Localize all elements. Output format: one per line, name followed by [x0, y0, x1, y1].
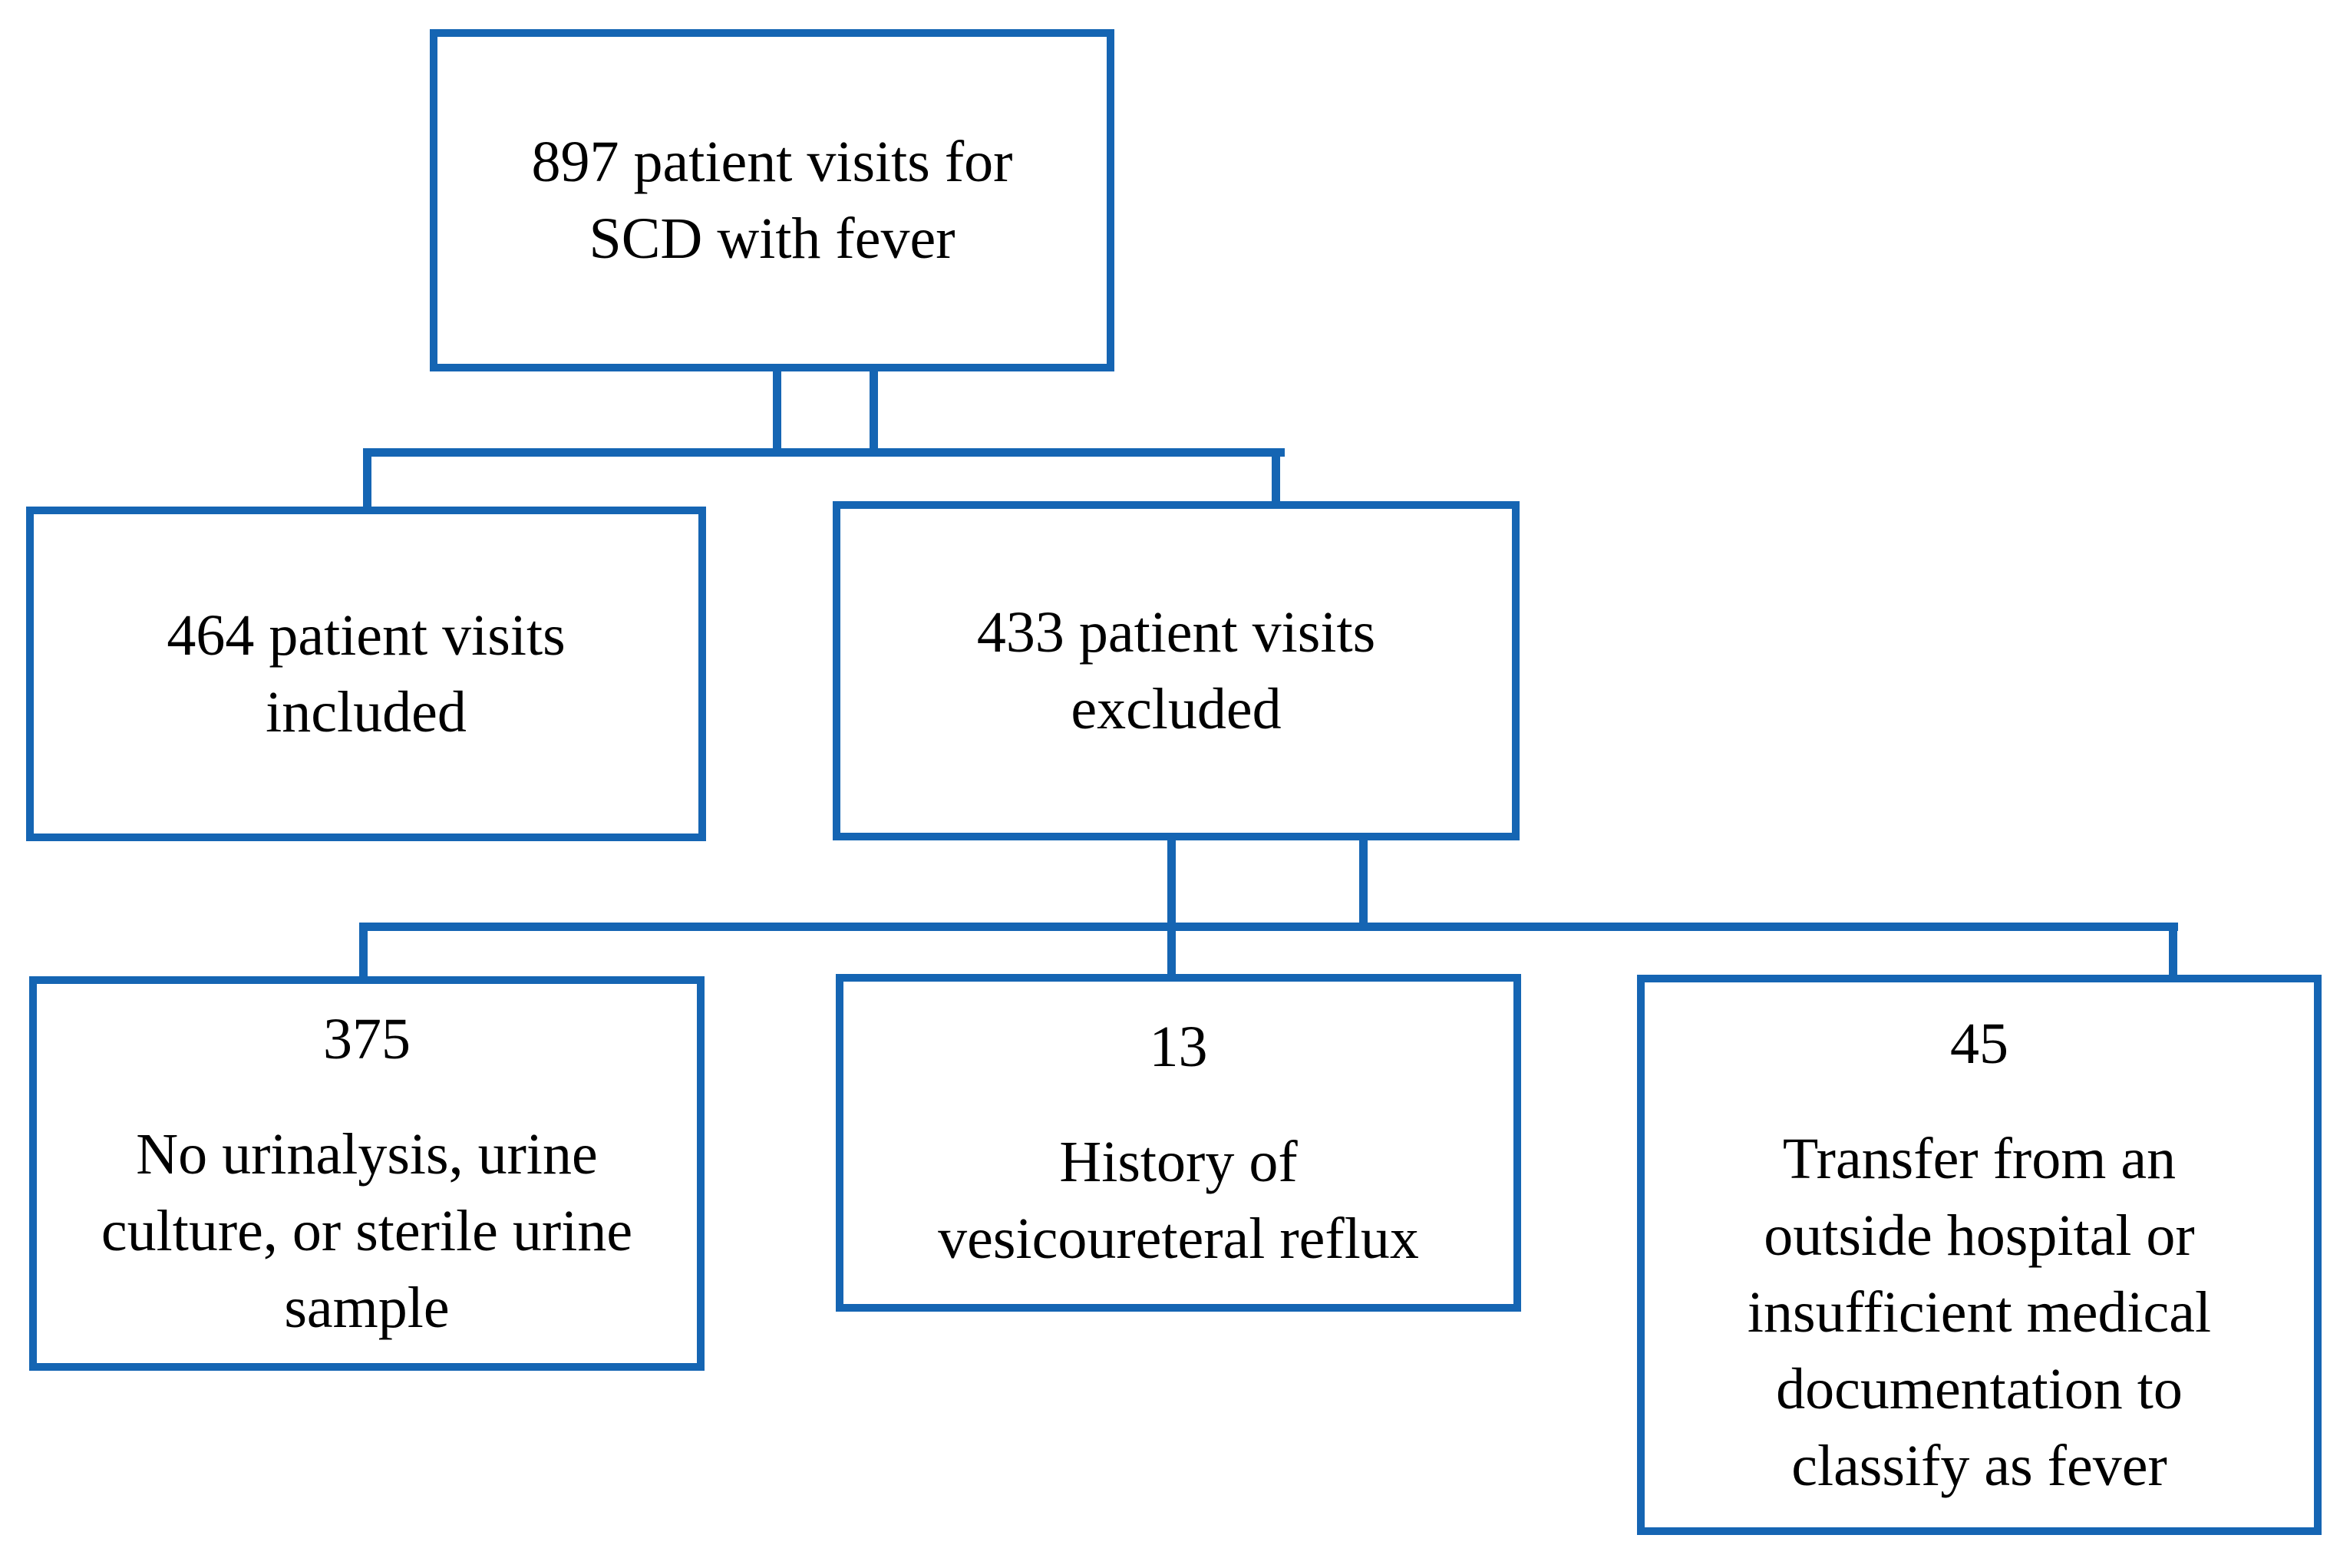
box-total-visits: 897 patient visits for SCD with fever — [430, 29, 1114, 371]
box-exclusion-transfer: 45 Transfer from an outside hospital or … — [1637, 975, 2322, 1535]
connector-row2-horizontal — [359, 923, 2178, 931]
box-exclusion-transfer-label: Transfer from an outside hospital or ins… — [1747, 1127, 2212, 1498]
connector-to-transfer — [2169, 927, 2177, 982]
connector-excluded-stub-right — [1359, 835, 1368, 929]
box-excluded-visits: 433 patient visits excluded — [833, 501, 1520, 840]
connector-to-included — [363, 453, 371, 514]
box-exclusion-no-urinalysis: 375 No urinalysis, urine culture, or ste… — [29, 976, 705, 1371]
box-exclusion-no-urinalysis-label: No urinalysis, urine culture, or sterile… — [101, 1122, 633, 1340]
count-label: 45 — [1950, 1012, 2008, 1076]
connector-excluded-stub-left — [1167, 835, 1176, 982]
connector-row1-horizontal — [363, 448, 1285, 457]
connector-to-excluded — [1272, 453, 1280, 509]
connector-root-stub-right — [870, 367, 878, 453]
box-exclusion-vur-history-label: History of vesicoureteral reflux — [938, 1130, 1419, 1271]
box-total-visits-label: 897 patient visits for SCD with fever — [531, 130, 1013, 271]
box-included-visits: 464 patient visits included — [26, 507, 706, 841]
connector-to-nourine — [359, 927, 368, 984]
count-label: 375 — [323, 1007, 411, 1071]
box-included-visits-label: 464 patient visits included — [167, 603, 566, 744]
box-exclusion-vur-history: 13 History of vesicoureteral reflux — [836, 974, 1521, 1312]
count-label: 13 — [1149, 1015, 1208, 1079]
connector-root-stub-left — [773, 367, 781, 453]
box-excluded-visits-label: 433 patient visits excluded — [976, 600, 1376, 741]
